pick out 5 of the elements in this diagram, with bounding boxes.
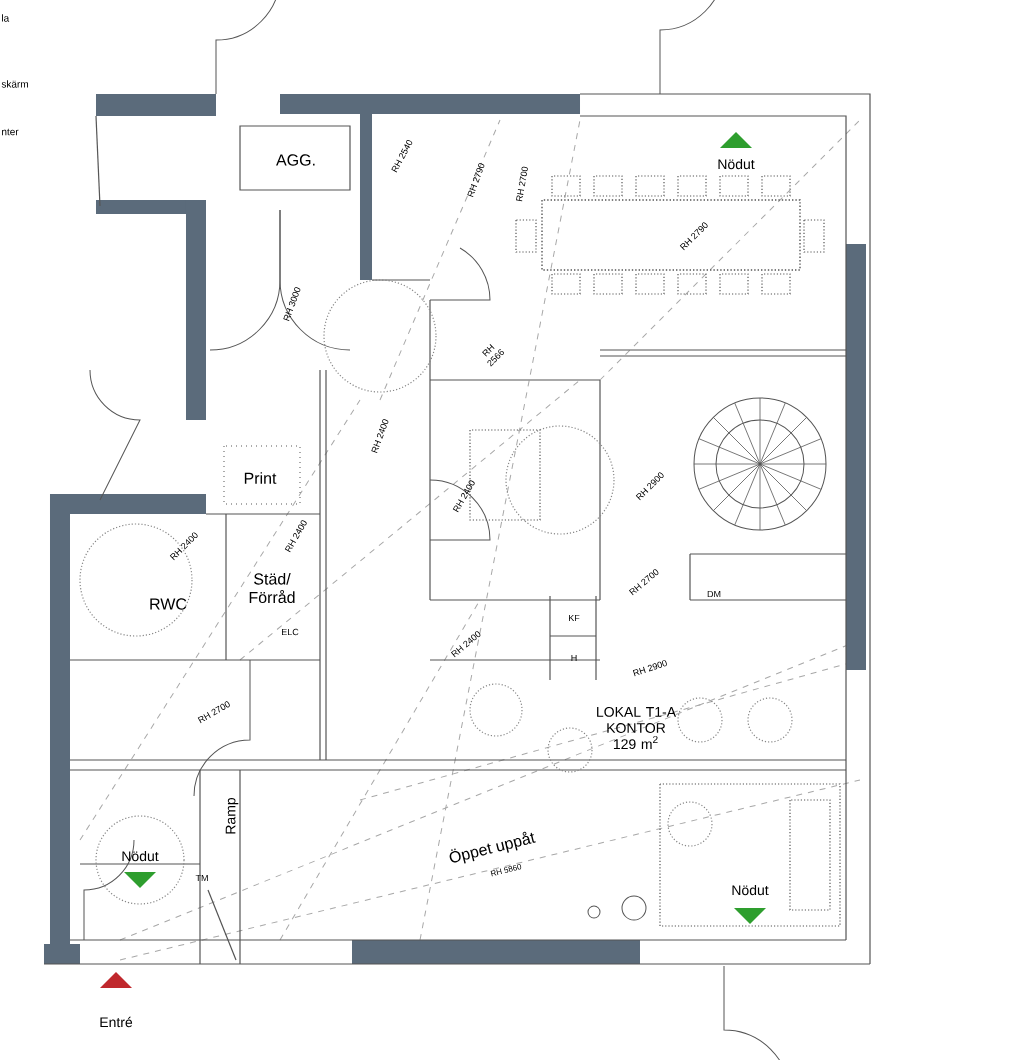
room-label: Print [244, 472, 277, 484]
room-label: RWC [150, 598, 187, 610]
room-label: AGG. [276, 154, 315, 166]
open-above-label: Öppet uppåt [449, 831, 536, 864]
room-label: Städ/ Förråd [249, 572, 295, 604]
